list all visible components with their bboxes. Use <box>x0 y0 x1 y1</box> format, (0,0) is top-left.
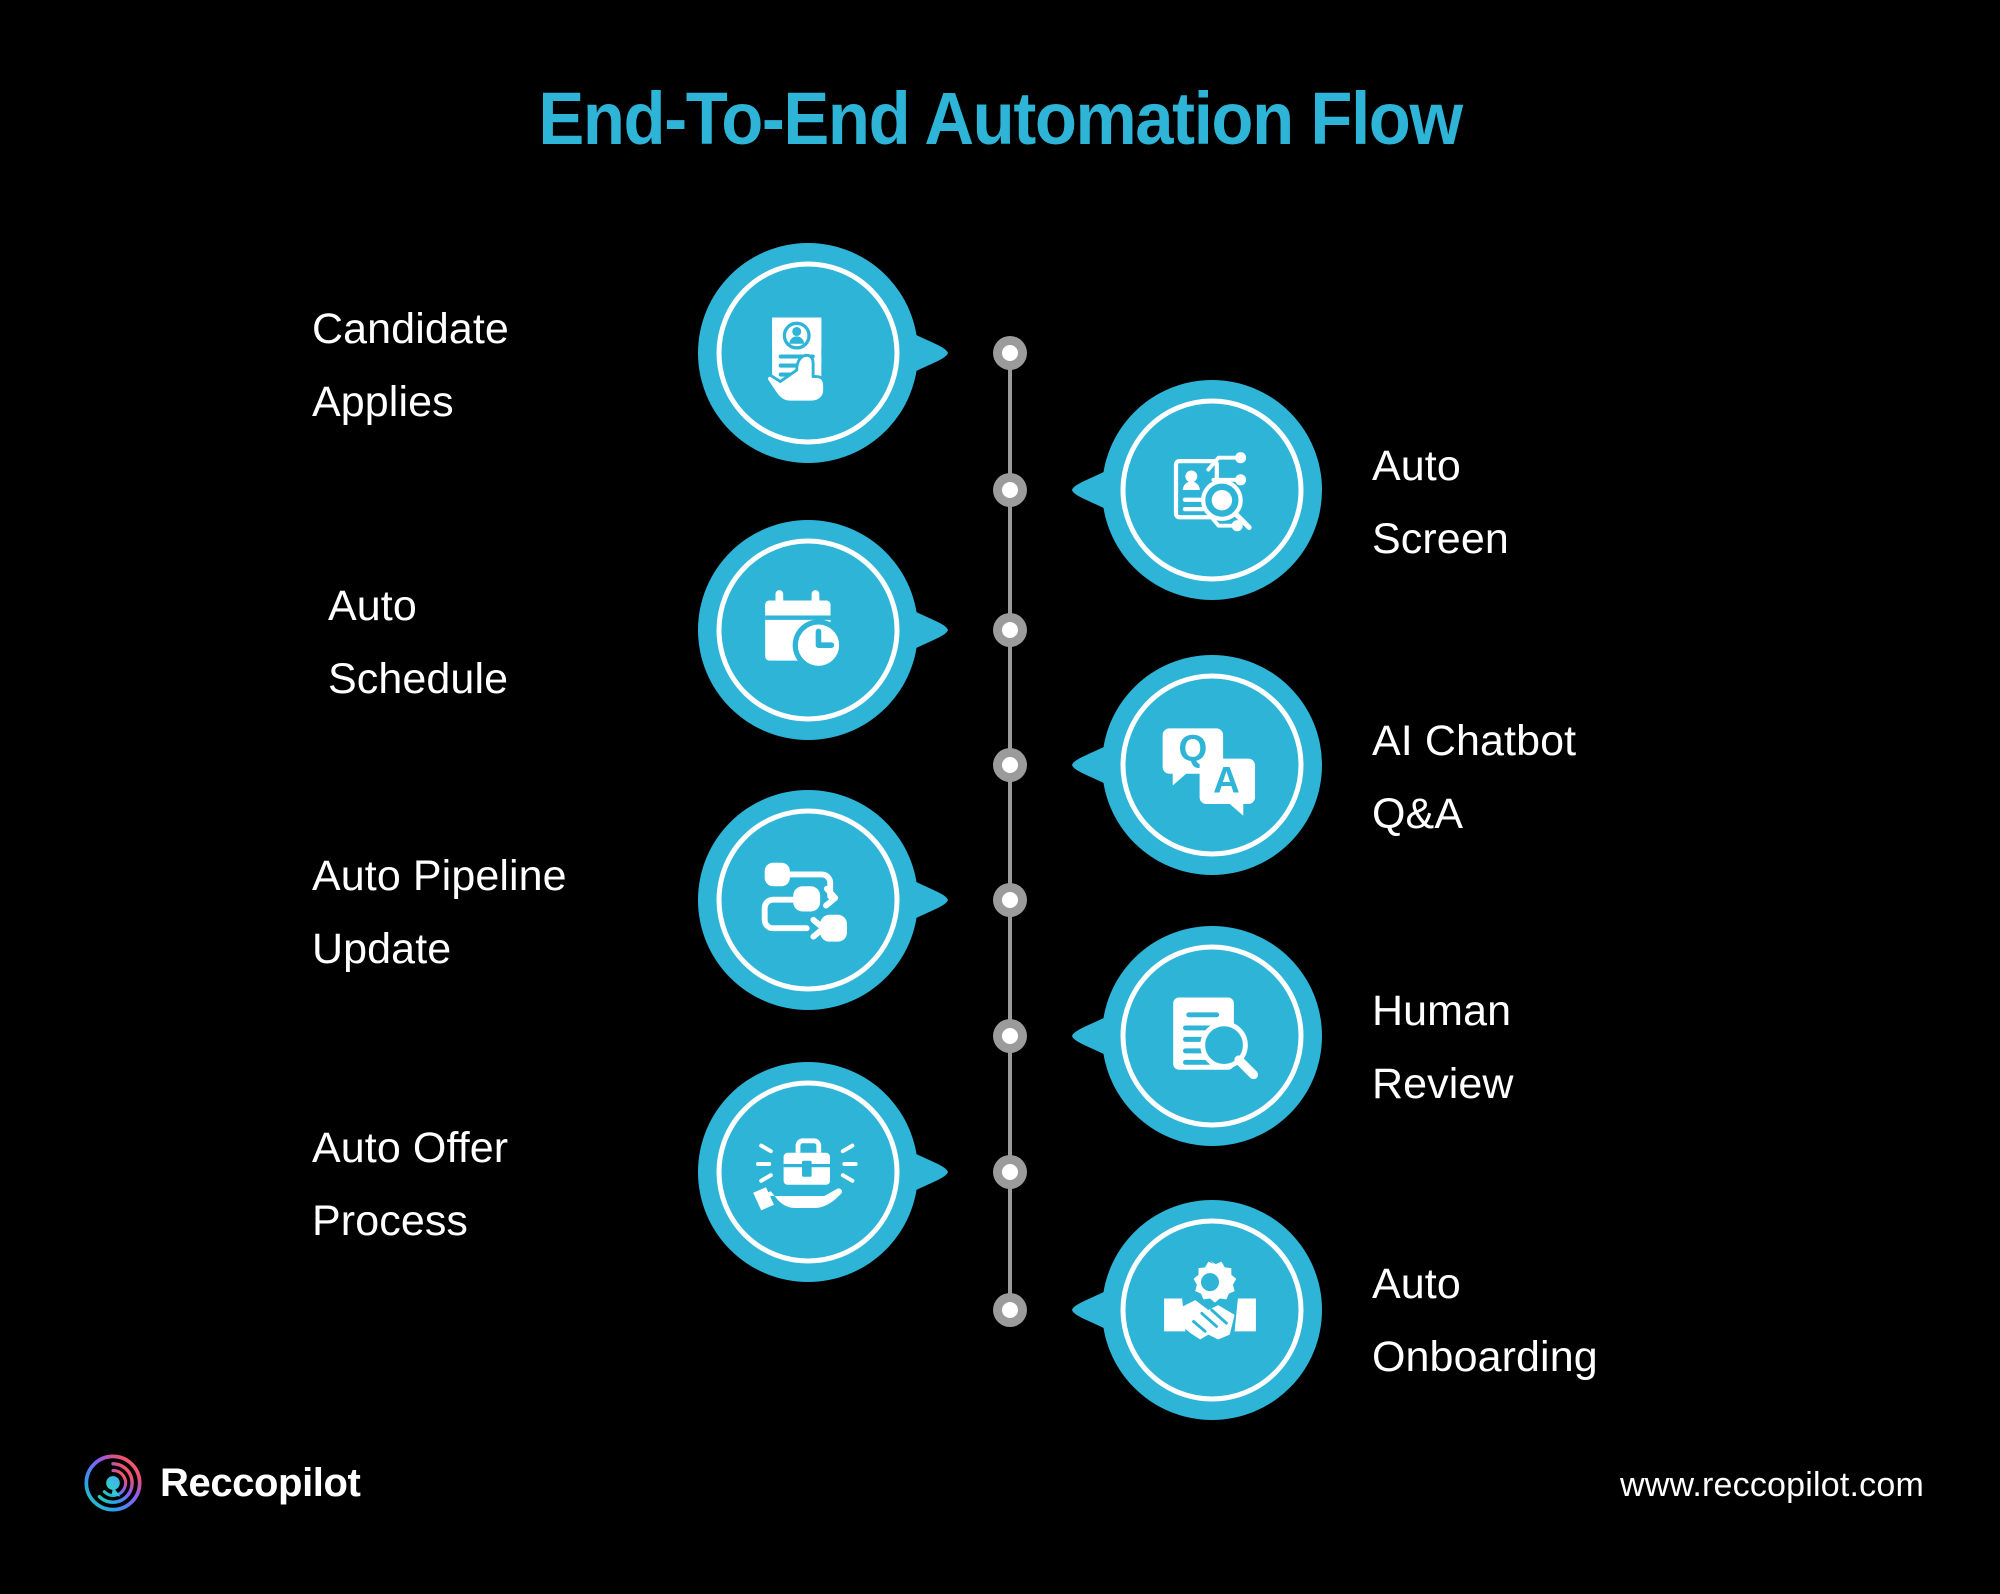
brand-name: Reccopilot <box>160 1460 361 1505</box>
timeline-dot-4 <box>993 748 1027 782</box>
timeline-dot-2 <box>993 473 1027 507</box>
step-label-auto-offer-process: Auto Offer Process <box>312 1124 509 1245</box>
timeline-dot-3 <box>993 613 1027 647</box>
timeline-dot-6 <box>993 1019 1027 1053</box>
node-ring <box>1120 1218 1304 1402</box>
node-ring <box>716 261 900 445</box>
step-node-2[interactable] <box>1072 380 1322 600</box>
resume-person-hand-icon <box>765 315 827 404</box>
node-ring <box>716 538 900 722</box>
step-node-5[interactable] <box>698 790 948 1010</box>
node-ring <box>1120 944 1304 1128</box>
timeline-dot-5 <box>993 883 1027 917</box>
timeline-dot-8 <box>993 1293 1027 1327</box>
footer-website-url[interactable]: www.reccopilot.com <box>1619 1466 1924 1504</box>
step-node-7[interactable] <box>698 1062 948 1282</box>
step-label-auto-pipeline-update: Auto Pipeline Update <box>312 852 567 973</box>
step-label-ai-chatbot-qa: AI Chatbot Q&A <box>1372 717 1577 838</box>
step-node-8[interactable] <box>1072 1200 1322 1420</box>
step-label-auto-screen: Auto Screen <box>1372 442 1509 563</box>
node-ring <box>716 1080 900 1264</box>
step-node-6[interactable] <box>1072 926 1322 1146</box>
page-title: End-To-End Automation Flow <box>538 77 1463 160</box>
step-label-human-review: Human Review <box>1372 987 1514 1108</box>
timeline-dot-1 <box>993 336 1027 370</box>
step-label-candidate-applies: Candidate Applies <box>312 305 509 426</box>
step-label-auto-onboarding: Auto Onboarding <box>1372 1260 1598 1381</box>
step-node-1[interactable] <box>698 243 948 463</box>
node-ring <box>716 808 900 992</box>
timeline-dot-7 <box>993 1155 1027 1189</box>
step-node-4[interactable] <box>1072 655 1322 875</box>
reccopilot-logo-icon <box>84 1454 142 1512</box>
step-node-3[interactable] <box>698 520 948 740</box>
node-ring <box>1120 673 1304 857</box>
footer-logo[interactable]: Reccopilot <box>82 1452 361 1514</box>
node-ring <box>1120 398 1304 582</box>
step-label-auto-schedule: Auto Schedule <box>328 582 509 703</box>
